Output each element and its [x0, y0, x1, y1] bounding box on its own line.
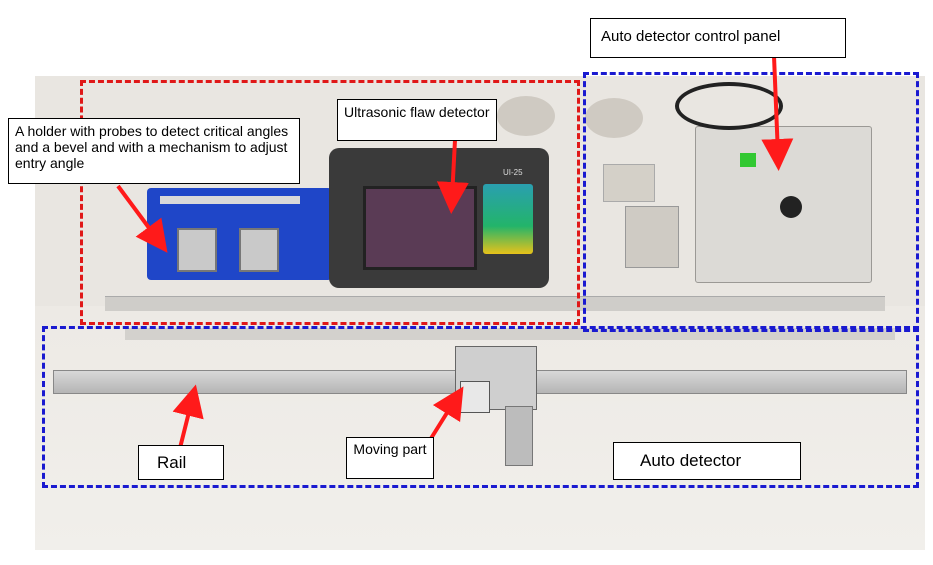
- flaw-detector-model: UI-25: [503, 168, 523, 177]
- mount-clamp: [625, 206, 679, 268]
- control-cable: [675, 82, 783, 130]
- base-rail-back: [105, 296, 885, 311]
- rail-support: [505, 406, 533, 466]
- flaw-detector-keypad: [483, 184, 533, 254]
- mount-round-1: [497, 96, 555, 136]
- holder-label: A holder with probes to detect critical …: [8, 118, 300, 184]
- mount-bracket: [603, 164, 655, 202]
- control-panel-frame: [583, 72, 919, 332]
- arrow-holder: [116, 184, 168, 253]
- control-knob: [780, 196, 802, 218]
- auto-detector-frame: [42, 326, 919, 488]
- arrow-rail: [172, 384, 204, 449]
- moving-part-label: Moving part: [346, 437, 434, 479]
- probe-right: [239, 228, 279, 272]
- probe-holder-bar: [160, 196, 300, 204]
- control-panel-label: Auto detector control panel: [590, 18, 846, 58]
- control-green-button: [740, 153, 756, 167]
- probe-left: [177, 228, 217, 272]
- arrow-control-panel: [761, 55, 794, 171]
- arrow-moving-part: [428, 386, 464, 442]
- mount-round-2: [585, 98, 643, 138]
- flaw-detector-label: Ultrasonic flaw detector: [337, 99, 497, 141]
- rail-label: Rail: [138, 445, 224, 480]
- auto-detector-label: Auto detector: [613, 442, 801, 480]
- detector-setup-frame: [80, 80, 580, 325]
- arrow-flaw-detector: [436, 139, 469, 214]
